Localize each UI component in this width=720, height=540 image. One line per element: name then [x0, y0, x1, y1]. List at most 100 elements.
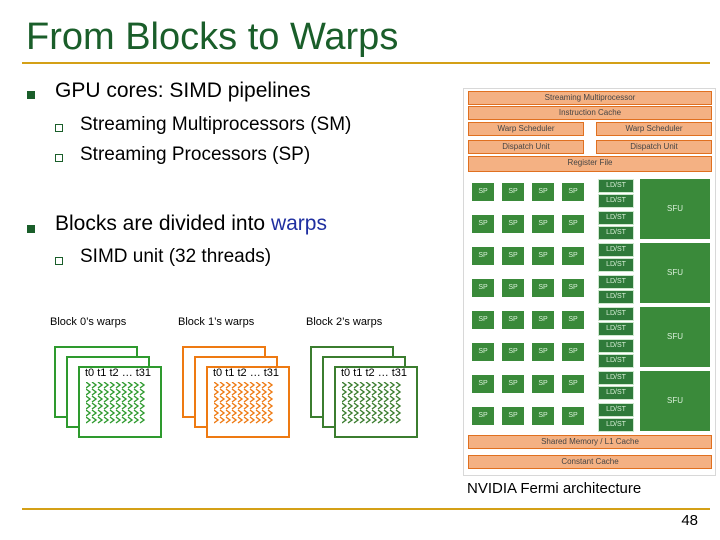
- bullet-gpu-cores: GPU cores: SIMD pipelines: [55, 79, 311, 102]
- thread-arrow-icon: [365, 402, 372, 410]
- sp-core: SP: [532, 215, 554, 233]
- constant-cache: Constant Cache: [468, 455, 712, 469]
- fermi-caption: NVIDIA Fermi architecture: [467, 480, 642, 497]
- thread-arrow-icon: [237, 416, 244, 424]
- thread-arrow-icon: [121, 409, 128, 417]
- thread-arrow-icon: [249, 402, 256, 410]
- thread-arrow-icon: [365, 409, 372, 417]
- bullet-marker: [27, 225, 35, 233]
- thread-arrow-icon: [219, 395, 226, 403]
- thread-arrow-icon: [97, 395, 104, 403]
- thread-arrow-icon: [97, 382, 104, 389]
- thread-arrow-icon: [365, 388, 372, 396]
- sp-core: SP: [502, 247, 524, 265]
- thread-arrow-icon: [103, 382, 110, 389]
- thread-arrow-icon: [225, 388, 232, 396]
- thread-arrow-icon: [109, 409, 116, 417]
- ldst-unit: LD/ST: [598, 354, 634, 368]
- thread-arrow-icon: [237, 402, 244, 410]
- thread-arrow-icon: [139, 395, 146, 403]
- fermi-sm-diagram: Streaming Multiprocessor Instruction Cac…: [463, 88, 716, 476]
- ldst-unit: LD/ST: [598, 418, 634, 432]
- thread-arrow-icon: [359, 382, 366, 389]
- thread-arrow-icon: [86, 409, 92, 417]
- thread-arrow-icon: [347, 382, 354, 389]
- sp-core: SP: [472, 407, 494, 425]
- sp-core: SP: [502, 183, 524, 201]
- thread-arrow-icon: [219, 409, 226, 417]
- thread-arrow-icon: [377, 409, 384, 417]
- sub-bullet-marker: [55, 124, 63, 132]
- thread-arrow-icon: [249, 388, 256, 396]
- thread-arrow-icon: [91, 388, 98, 396]
- ldst-unit: LD/ST: [598, 307, 634, 321]
- thread-arrow-icon: [255, 416, 262, 424]
- thread-arrow-icon: [353, 382, 360, 389]
- thread-arrow-icon: [127, 409, 134, 417]
- thread-arrow-icon: [371, 395, 378, 403]
- thread-arrow-icon: [261, 388, 268, 396]
- thread-arrow-icon: [342, 409, 348, 417]
- thread-arrow-icon: [139, 409, 146, 417]
- sfu-unit: SFU: [640, 307, 710, 367]
- sfu-unit: SFU: [640, 243, 710, 303]
- thread-arrow-icon: [342, 382, 348, 389]
- thread-arrow-icon: [255, 382, 262, 389]
- sp-core: SP: [472, 183, 494, 201]
- instruction-cache: Instruction Cache: [468, 106, 712, 120]
- thread-arrow-icon: [115, 395, 122, 403]
- block-2-threads: t0 t1 t2 … t31: [341, 367, 408, 379]
- sp-core: SP: [472, 215, 494, 233]
- thread-arrows: [86, 382, 148, 424]
- ldst-unit: LD/ST: [598, 322, 634, 336]
- sub-bullet-marker: [55, 257, 63, 265]
- thread-arrow-icon: [267, 382, 274, 389]
- thread-arrow-icon: [255, 409, 262, 417]
- thread-arrow-icon: [267, 402, 274, 410]
- sp-core: SP: [562, 215, 584, 233]
- warps-highlight: warps: [270, 212, 327, 235]
- dispatch-unit-left: Dispatch Unit: [468, 140, 584, 154]
- sp-core: SP: [472, 247, 494, 265]
- thread-arrow-icon: [347, 409, 354, 417]
- thread-arrow-icon: [255, 388, 262, 396]
- thread-arrow-icon: [103, 402, 110, 410]
- thread-arrow-icon: [109, 402, 116, 410]
- thread-arrow-icon: [261, 395, 268, 403]
- thread-arrow-icon: [91, 409, 98, 417]
- thread-arrow-icon: [347, 416, 354, 424]
- thread-arrow-icon: [237, 395, 244, 403]
- sp-core: SP: [502, 407, 524, 425]
- thread-arrow-icon: [115, 416, 122, 424]
- thread-arrow-icon: [86, 382, 92, 389]
- thread-arrow-icon: [121, 395, 128, 403]
- thread-arrow-icon: [243, 402, 250, 410]
- thread-arrow-icon: [103, 388, 110, 396]
- thread-arrow-icon: [383, 388, 390, 396]
- title-divider: [22, 62, 710, 64]
- sp-core: SP: [502, 215, 524, 233]
- thread-arrow-icon: [365, 395, 372, 403]
- sp-core: SP: [562, 183, 584, 201]
- thread-arrow-icon: [377, 388, 384, 396]
- thread-arrow-icon: [243, 416, 250, 424]
- warp-scheduler-right: Warp Scheduler: [596, 122, 712, 136]
- ldst-unit: LD/ST: [598, 371, 634, 385]
- thread-arrow-icon: [97, 416, 104, 424]
- sub-bullet-marker: [55, 154, 63, 162]
- thread-arrow-icon: [121, 416, 128, 424]
- thread-arrow-icon: [109, 416, 116, 424]
- thread-arrow-icon: [109, 382, 116, 389]
- thread-arrow-icon: [383, 409, 390, 417]
- thread-arrow-icon: [91, 402, 98, 410]
- thread-arrow-icon: [231, 382, 238, 389]
- thread-arrow-icon: [395, 402, 402, 410]
- thread-arrow-icon: [231, 395, 238, 403]
- thread-arrow-icon: [377, 382, 384, 389]
- thread-arrow-icon: [121, 388, 128, 396]
- thread-arrow-icon: [219, 416, 226, 424]
- sub-bullet-sm: Streaming Multiprocessors (SM): [80, 114, 352, 135]
- thread-arrow-icon: [121, 382, 128, 389]
- thread-arrow-icon: [231, 388, 238, 396]
- sp-core: SP: [562, 343, 584, 361]
